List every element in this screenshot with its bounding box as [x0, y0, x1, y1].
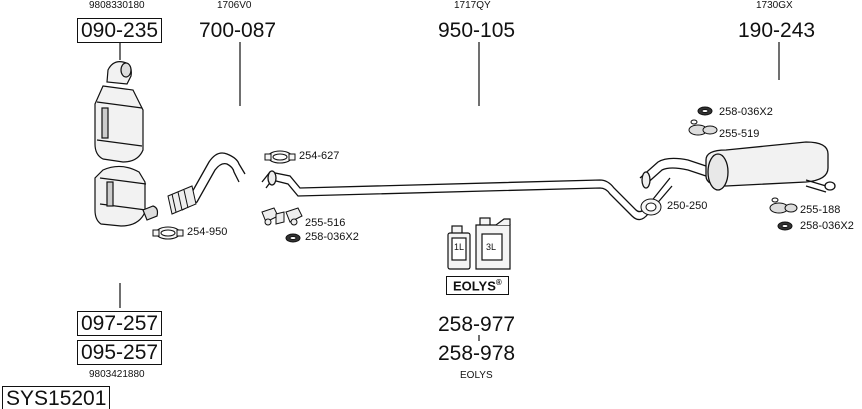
bottle-large-label: 3L: [486, 242, 497, 252]
eolys-brand: EOLYS: [453, 278, 496, 294]
eolys-logo: EOLYS®: [446, 276, 509, 296]
clamp-254-627-label[interactable]: 254-627: [299, 150, 340, 162]
front-pipe-drawing: [167, 152, 246, 215]
middle-pipe-drawing: [261, 170, 673, 221]
dpf-part-number-1[interactable]: 097-257: [77, 311, 163, 336]
eolys-registered-mark: ®: [495, 278, 502, 287]
catalytic-converter-drawing: [94, 61, 144, 163]
additive-bottle-small-drawing: [447, 225, 471, 270]
mount-258-036-rear-top-label[interactable]: 258-036X2: [719, 106, 773, 118]
dpf-part-number-2[interactable]: 095-257: [77, 340, 163, 365]
additive-part-number-2[interactable]: 258-978: [438, 342, 516, 365]
clamp-254-950-label[interactable]: 254-950: [187, 226, 228, 238]
clamp-250-250-label[interactable]: 250-250: [667, 200, 708, 212]
rear-silencer-drawing: [639, 141, 836, 193]
additive-caption: EOLYS: [460, 370, 493, 381]
system-code: SYS15201: [2, 386, 111, 409]
mount-255-519-drawing: [688, 119, 718, 136]
clamp-250-250-drawing: [640, 198, 662, 216]
dpf-ref: 9803421880: [89, 369, 145, 380]
flex-section-drawing: [167, 185, 197, 215]
gasket-258-036-front-drawing: [285, 233, 301, 243]
additive-bottle-large-drawing: [475, 217, 511, 270]
gasket-258-036-front-label[interactable]: 258-036X2: [305, 231, 359, 243]
clamp-254-950-drawing: [152, 226, 184, 240]
bottle-small-label: 1L: [454, 242, 465, 252]
middle-pipe-ref: 1717QY: [454, 0, 491, 11]
mount-255-516-label[interactable]: 255-516: [305, 217, 346, 229]
front-cat-ref: 9808330180: [89, 0, 145, 11]
mount-258-036-rear-bottom-drawing: [777, 221, 793, 231]
mount-255-188-label[interactable]: 255-188: [800, 204, 841, 216]
front-cat-part-number[interactable]: 090-235: [77, 18, 163, 43]
additive-part-number-1[interactable]: 258-977: [438, 313, 516, 336]
clamp-254-627-drawing: [264, 150, 296, 164]
rear-silencer-ref: 1730GX: [756, 0, 793, 11]
rear-silencer-part-number[interactable]: 190-243: [738, 19, 816, 42]
mount-258-036-rear-bottom-label[interactable]: 258-036X2: [800, 220, 854, 232]
middle-pipe-part-number[interactable]: 950-105: [438, 19, 516, 42]
mount-255-519-label[interactable]: 255-519: [719, 128, 760, 140]
mount-258-036-rear-top-drawing: [697, 106, 713, 116]
mount-255-516-drawing: [261, 207, 303, 226]
front-pipe-ref: 1706V0: [217, 0, 252, 11]
mount-255-188-drawing: [769, 197, 798, 214]
front-pipe-part-number[interactable]: 700-087: [199, 19, 277, 42]
dpf-drawing: [94, 165, 159, 227]
